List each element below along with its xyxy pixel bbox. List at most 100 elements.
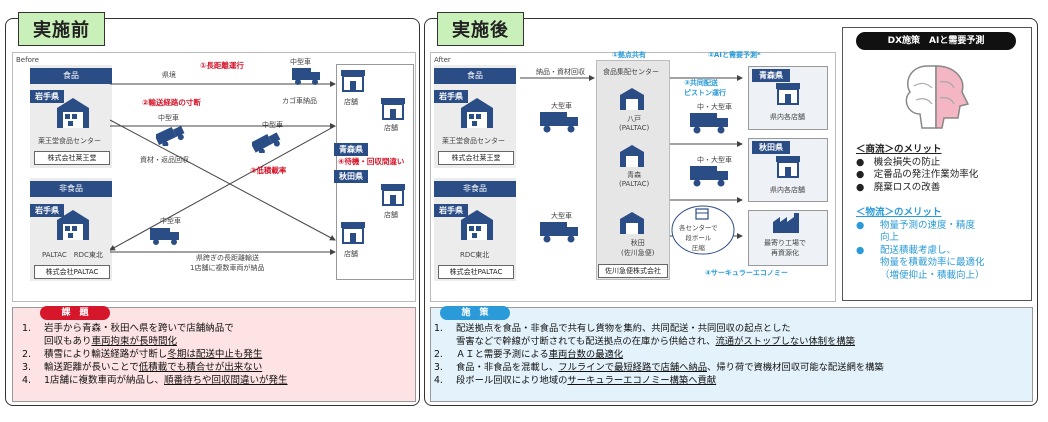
truck-icon bbox=[156, 125, 185, 146]
after-cardboard: 各センターで 段ボール 圧縮 bbox=[679, 224, 718, 252]
commerce-item: ● 機会損失の防止 bbox=[856, 156, 941, 168]
truck-icon bbox=[690, 166, 728, 187]
store-icon bbox=[776, 156, 800, 178]
after-nonfood-header: 非食品 bbox=[434, 181, 516, 197]
store-icon bbox=[341, 222, 365, 244]
after-products-label: 納品・資材回収 bbox=[536, 68, 585, 76]
store-icon bbox=[381, 184, 405, 206]
before-shizai: 資材・返品回収 bbox=[140, 156, 189, 164]
warehouse-icon bbox=[461, 98, 493, 128]
warehouse-icon bbox=[57, 210, 89, 240]
before-truck-mid-4: 中型車 bbox=[160, 217, 181, 225]
after-hachinohe: 八戸 (PALTAC) bbox=[619, 115, 650, 132]
after-large-truck-1: 大型車 bbox=[551, 102, 572, 110]
after-midlarge-2: 中・大型車 bbox=[697, 156, 732, 164]
warehouse-icon bbox=[620, 145, 644, 167]
after-food-header: 食品 bbox=[434, 68, 516, 84]
before-corner-label: Before bbox=[16, 56, 39, 64]
before-food-header: 食品 bbox=[30, 68, 112, 84]
logistics-item: ●配送積載考慮し、 物量を積載効率に最適化 （増便抑止・積載向上） bbox=[856, 244, 985, 281]
before-nonfood-company: 株式会社PALTAC bbox=[34, 265, 110, 279]
after-pref-aomori: 青森県 bbox=[752, 69, 790, 82]
measures-box bbox=[430, 307, 1033, 402]
after-stores-aomori: 県内各店舗 bbox=[770, 113, 805, 121]
before-kago: カゴ車納品 bbox=[282, 97, 317, 105]
warehouse-icon bbox=[57, 98, 89, 128]
after-factory: 最寄り工場で 再資源化 bbox=[764, 239, 806, 257]
before-tag: 実施前 bbox=[18, 12, 105, 46]
truck-icon bbox=[150, 228, 179, 245]
before-truck-mid-1: 中型車 bbox=[290, 58, 311, 66]
before-food-center-label: 莱王堂食品センター bbox=[38, 137, 101, 145]
after-large-truck-2: 大型車 bbox=[551, 212, 572, 220]
after-nonfood-company: 株式会社PALTAC bbox=[438, 265, 514, 279]
before-truck-mid-3: 中型車 bbox=[262, 121, 283, 129]
truck-icon bbox=[540, 112, 578, 133]
after-pref-iwate-1: 岩手県 bbox=[434, 90, 468, 103]
after-sagawa: 佐川急便株式会社 bbox=[598, 264, 668, 278]
dx-title: DX施策 AIと需要予測 bbox=[856, 32, 1016, 50]
store-icon bbox=[341, 70, 365, 92]
before-store-label-4: 店舗 bbox=[344, 250, 358, 258]
after-factory-area bbox=[748, 210, 828, 266]
after-hub3-label: ③共同配送 ピストン運行 bbox=[684, 79, 726, 97]
before-pref-iwate-1: 岩手県 bbox=[30, 90, 64, 103]
after-midlarge-1: 中・大型車 bbox=[697, 103, 732, 111]
cardboard-icon bbox=[695, 208, 709, 220]
after-pref-iwate-2: 岩手県 bbox=[434, 204, 468, 217]
after-hub1-label: ①拠点共有 bbox=[612, 51, 646, 59]
after-hub4-label: ④サーキュラーエコノミー bbox=[705, 269, 788, 277]
dx-commerce: ＜商流＞のメリット ● 機会損失の防止 ● 定番品の発注作業効率化 ● 廃棄ロス… bbox=[856, 144, 1026, 194]
before-note-multi: 1店舗に複数車両が納品 bbox=[190, 264, 265, 272]
warehouse-icon bbox=[620, 88, 644, 110]
truck-icon bbox=[292, 68, 320, 85]
before-nonfood-center-label: PALTAC RDC東北 bbox=[42, 251, 103, 259]
before-store-label-2: 店舗 bbox=[384, 124, 398, 132]
before-note-long: 県跨ぎの長距離輸送 bbox=[196, 254, 259, 262]
cardboard-bubble bbox=[671, 205, 735, 255]
measures-list: 1.配送拠点を食品・非食品で共有し貨物を集約、共同配送・共同回収の起点とした 雪… bbox=[434, 323, 884, 386]
issues-list: 1.岩手から青森・秋田へ県を跨いで店舗納品で 回収もあり車両拘束が長時間化 2.… bbox=[22, 323, 288, 386]
truck-icon bbox=[540, 222, 578, 243]
truck-icon bbox=[690, 113, 728, 134]
store-icon bbox=[776, 83, 800, 105]
after-akita-center: 秋田 (佐川急便) bbox=[621, 239, 655, 257]
issues-pill: 課 題 bbox=[40, 306, 110, 320]
before-kenkyo: 県境 bbox=[162, 71, 176, 79]
factory-icon bbox=[773, 213, 799, 233]
issues-box bbox=[12, 307, 416, 402]
after-food-center-label: 莱王堂食品センター bbox=[442, 137, 505, 145]
after-pref-akita: 秋田県 bbox=[752, 141, 790, 154]
after-hub2-label: ②AIと需要予測* bbox=[708, 51, 761, 59]
before-store-label-1: 店舗 bbox=[344, 98, 358, 106]
before-store-label-3: 店舗 bbox=[384, 211, 398, 219]
before-issue-2: ②輸送経路の寸断 bbox=[142, 98, 201, 107]
before-route-lines bbox=[110, 81, 336, 255]
after-corner-label: After bbox=[434, 56, 451, 64]
before-pref-aomori: 青森県 bbox=[334, 143, 368, 156]
after-tag: 実施後 bbox=[437, 12, 524, 46]
before-issue-3: ③低積載率 bbox=[250, 166, 287, 175]
measures-pill: 施 策 bbox=[440, 306, 510, 320]
after-nonfood-center-label: RDC東北 bbox=[460, 251, 490, 259]
after-food-company: 株式会社莱王堂 bbox=[438, 151, 514, 165]
after-hub-title: 食品集配センター bbox=[603, 68, 659, 76]
dx-logistics: ＜物流＞のメリット ●物量予測の速度・精度 向上 ●配送積載考慮し、 物量を積載… bbox=[856, 207, 1028, 282]
after-stores-akita: 県内各店舗 bbox=[770, 186, 805, 194]
logistics-item: ●物量予測の速度・精度 向上 bbox=[856, 219, 976, 244]
truck-icon bbox=[252, 132, 281, 153]
commerce-item: ● 定番品の発注作業効率化 bbox=[856, 169, 979, 180]
after-aomori-center: 青森 (PALTAC) bbox=[619, 171, 650, 188]
store-icon bbox=[381, 98, 405, 120]
commerce-item: ● 廃棄ロスの改善 bbox=[856, 181, 941, 193]
before-issue-4: ④待機・回収間違い bbox=[338, 157, 405, 166]
before-nonfood-header: 非食品 bbox=[30, 181, 112, 197]
before-food-company: 株式会社莱王堂 bbox=[34, 151, 110, 165]
warehouse-icon bbox=[461, 210, 493, 240]
before-pref-iwate-2: 岩手県 bbox=[30, 204, 64, 217]
before-issue-1: ①長距離運行 bbox=[200, 61, 244, 70]
warehouse-icon bbox=[620, 212, 644, 234]
ai-brain-icon bbox=[905, 65, 970, 129]
before-pref-akita: 秋田県 bbox=[334, 170, 368, 183]
before-truck-mid-2: 中型車 bbox=[158, 114, 179, 122]
